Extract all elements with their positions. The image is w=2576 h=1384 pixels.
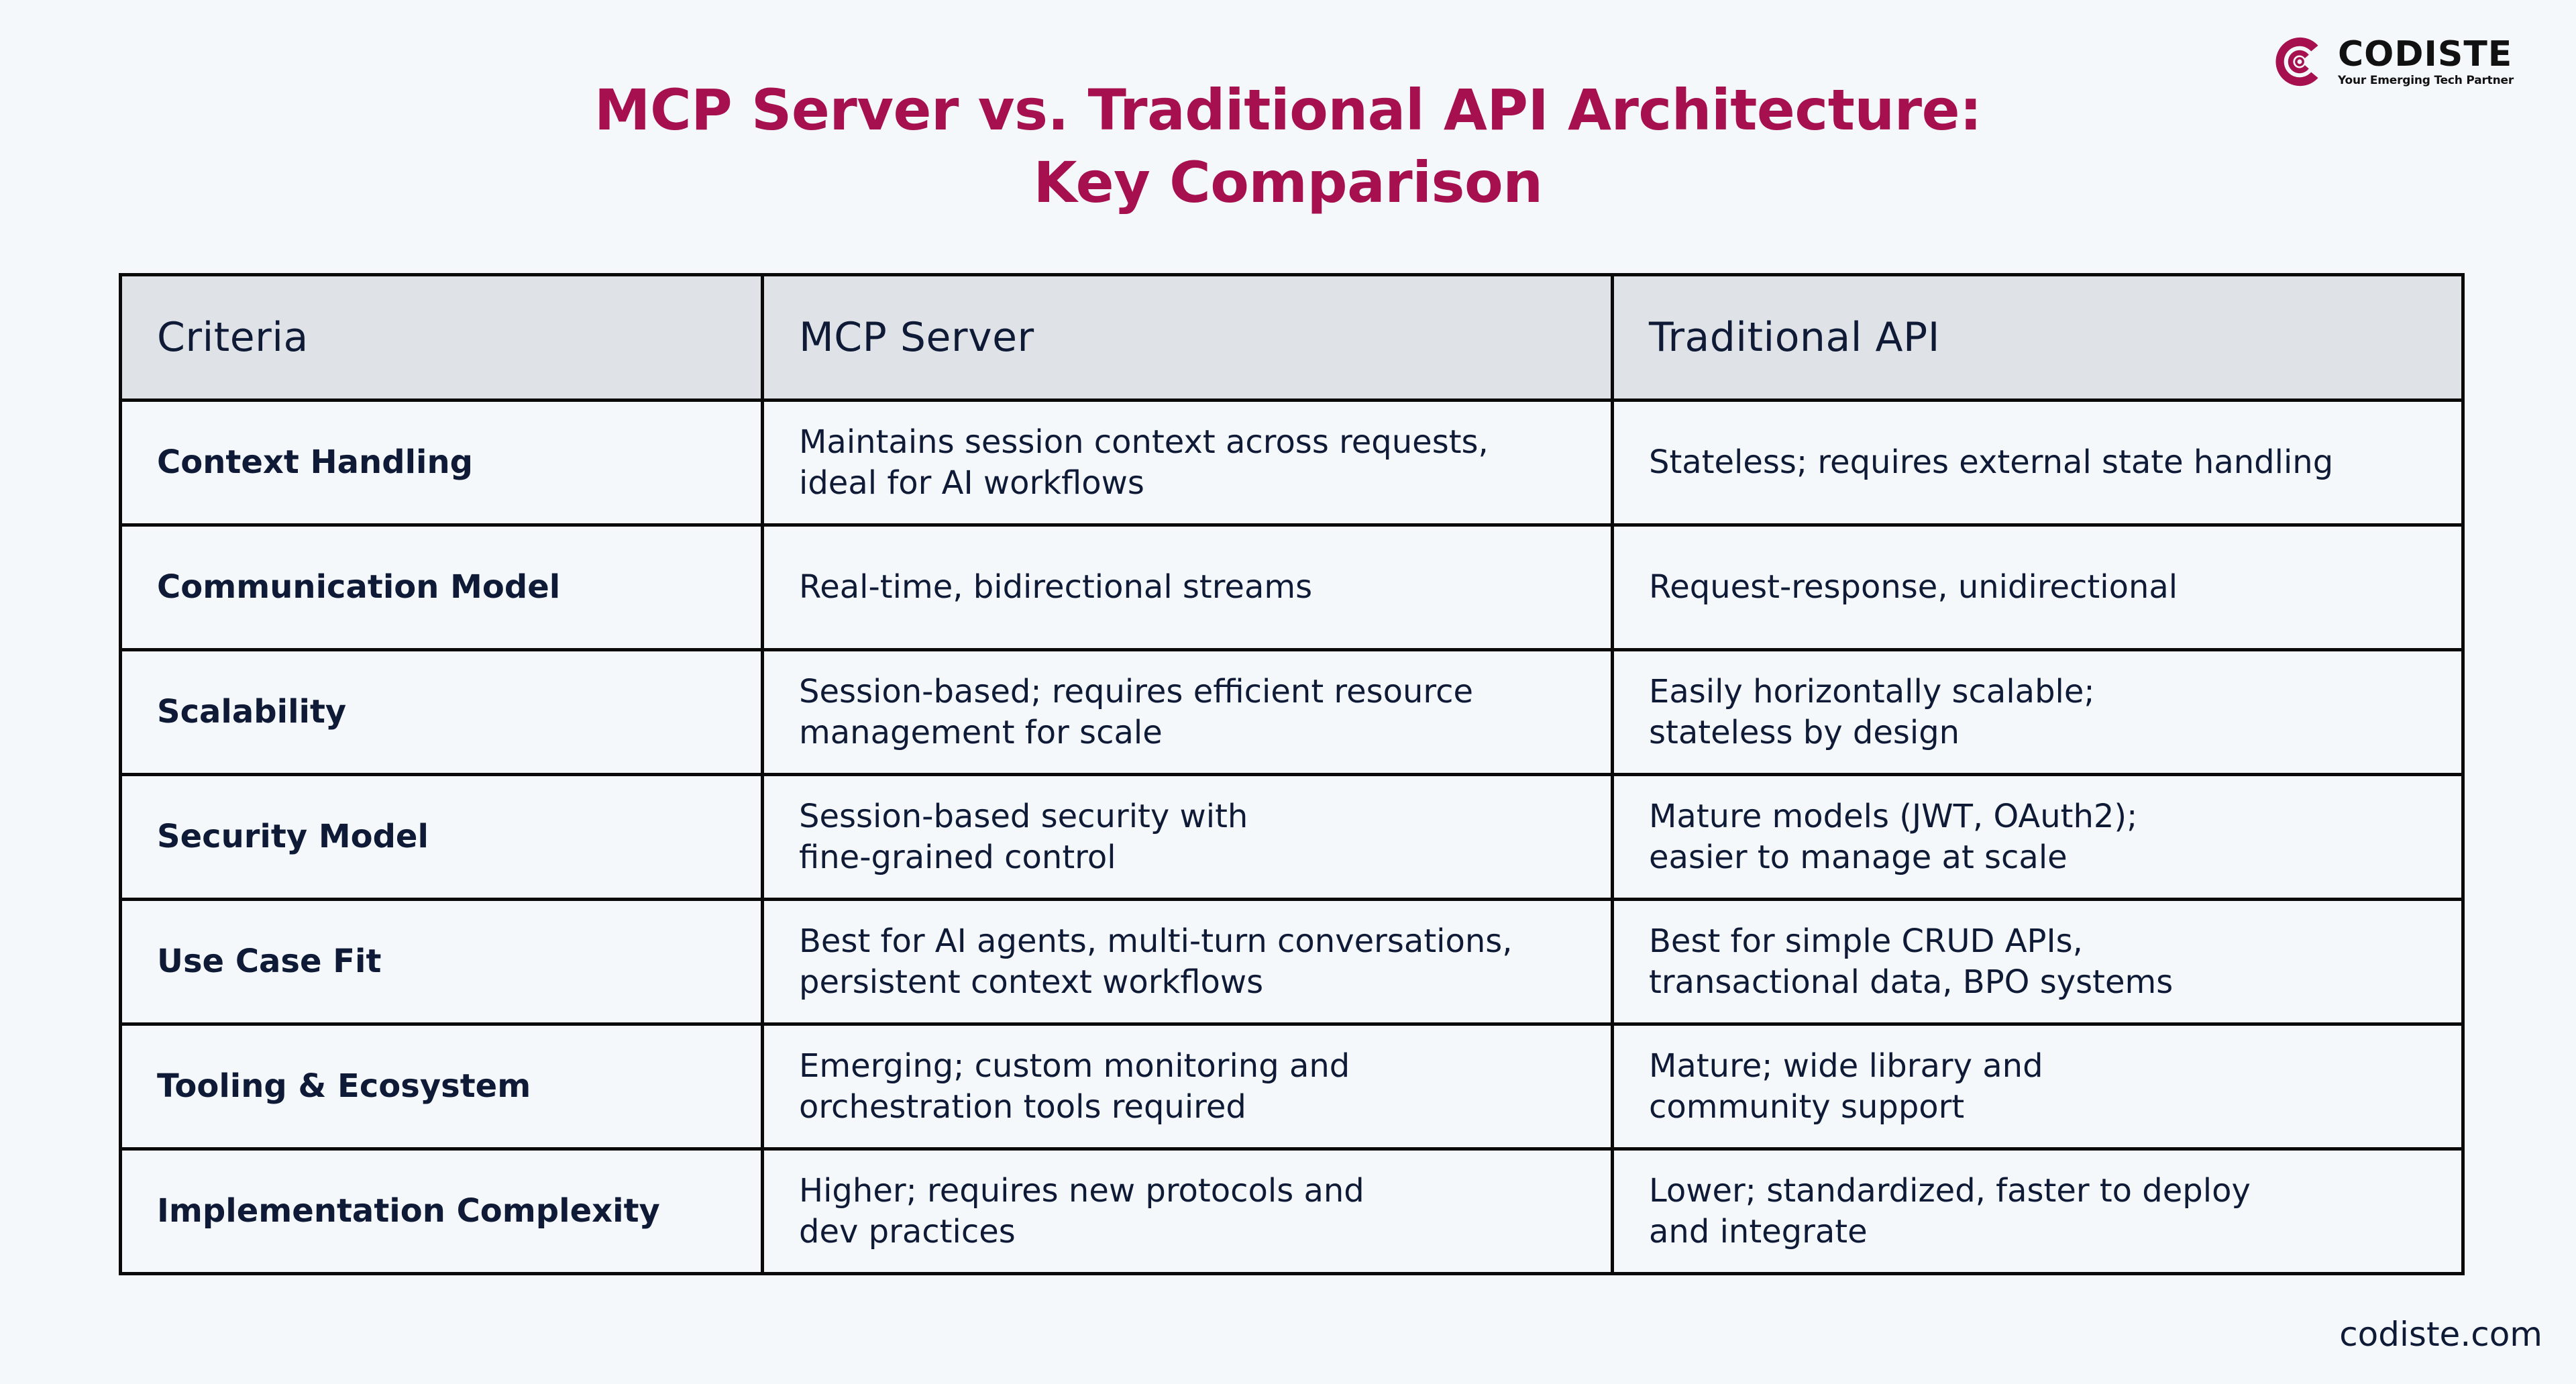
criteria-cell: Implementation Complexity — [119, 1147, 764, 1275]
cell-text-line: Lower; standardized, faster to deploy — [1649, 1171, 2251, 1210]
cell-text-line: Maintains session context across request… — [799, 423, 1489, 461]
cell-text-line: Emerging; custom monitoring and — [799, 1047, 1350, 1085]
brand-name: CODISTE — [2338, 34, 2513, 74]
traditional-api-cell: Mature models (JWT, OAuth2);easier to ma… — [1611, 773, 2465, 901]
cell-text-line: orchestration tools required — [799, 1087, 1246, 1126]
table-header-row: Criteria MCP Server Traditional API — [119, 273, 2465, 402]
traditional-api-cell: Stateless; requires external state handl… — [1611, 398, 2465, 527]
table-body: Context Handling Maintains session contex… — [119, 398, 2465, 1275]
criteria-cell: Security Model — [119, 773, 764, 901]
criteria-cell: Scalability — [119, 648, 764, 776]
comparison-table: Criteria MCP Server Traditional API Cont… — [119, 273, 2465, 1275]
traditional-api-cell: Request-response, unidirectional — [1611, 523, 2465, 651]
cell-text-line: Real-time, bidirectional streams — [799, 568, 1313, 606]
cell-text-line: Easily horizontally scalable; — [1649, 672, 2095, 710]
page-title: MCP Server vs. Traditional API Architect… — [0, 74, 2576, 219]
table-row: Scalability Session-based; requires effic… — [119, 648, 2465, 776]
brand-logo: CODISTE Your Emerging Tech Partner — [2271, 31, 2514, 93]
header-criteria: Criteria — [119, 273, 764, 402]
cell-text-line: Stateless; requires external state handl… — [1649, 443, 2334, 481]
cell-text-line: Best for simple CRUD APIs, — [1649, 922, 2083, 960]
criteria-cell: Tooling & Ecosystem — [119, 1022, 764, 1151]
cell-text-line: ideal for AI workflows — [799, 464, 1144, 502]
mcp-server-cell: Maintains session context across request… — [761, 398, 1614, 527]
cell-text-line: Higher; requires new protocols and — [799, 1171, 1364, 1210]
brand-tagline: Your Emerging Tech Partner — [2338, 74, 2514, 87]
title-line-1: MCP Server vs. Traditional API Architect… — [594, 77, 1982, 143]
table-row: Context Handling Maintains session contex… — [119, 398, 2465, 527]
table-row: Use Case Fit Best for AI agents, multi-tu… — [119, 898, 2465, 1026]
cell-text-line: community support — [1649, 1087, 1965, 1126]
traditional-api-cell: Easily horizontally scalable;stateless b… — [1611, 648, 2465, 776]
cell-text-line: and integrate — [1649, 1212, 1868, 1250]
header-mcp-server: MCP Server — [761, 273, 1614, 402]
criteria-cell: Communication Model — [119, 523, 764, 651]
mcp-server-cell: Best for AI agents, multi-turn conversat… — [761, 898, 1614, 1026]
cell-text-line: Session-based; requires efficient resour… — [799, 672, 1473, 710]
traditional-api-cell: Best for simple CRUD APIs,transactional … — [1611, 898, 2465, 1026]
cell-text-line: Mature; wide library and — [1649, 1047, 2043, 1085]
cell-text-line: transactional data, BPO systems — [1649, 963, 2174, 1001]
cell-text-line: Request-response, unidirectional — [1649, 568, 2178, 606]
codiste-c-logo-icon — [2275, 37, 2318, 87]
table-row: Communication Model Real-time, bidirectio… — [119, 523, 2465, 651]
cell-text-line: Best for AI agents, multi-turn conversat… — [799, 922, 1513, 960]
cell-text-line: persistent context workflows — [799, 963, 1264, 1001]
cell-text-line: Mature models (JWT, OAuth2); — [1649, 797, 2138, 835]
header-traditional-api: Traditional API — [1611, 273, 2465, 402]
cell-text-line: dev practices — [799, 1212, 1016, 1250]
website-url: codiste.com — [2339, 1315, 2542, 1354]
mcp-server-cell: Real-time, bidirectional streams — [761, 523, 1614, 651]
criteria-cell: Context Handling — [119, 398, 764, 527]
title-line-2: Key Comparison — [1033, 150, 1543, 215]
cell-text-line: easier to manage at scale — [1649, 838, 2068, 876]
criteria-cell: Use Case Fit — [119, 898, 764, 1026]
cell-text-line: fine-grained control — [799, 838, 1116, 876]
cell-text-line: stateless by design — [1649, 713, 1960, 751]
cell-text-line: Session-based security with — [799, 797, 1248, 835]
cell-text-line: management for scale — [799, 713, 1163, 751]
mcp-server-cell: Session-based; requires efficient resour… — [761, 648, 1614, 776]
